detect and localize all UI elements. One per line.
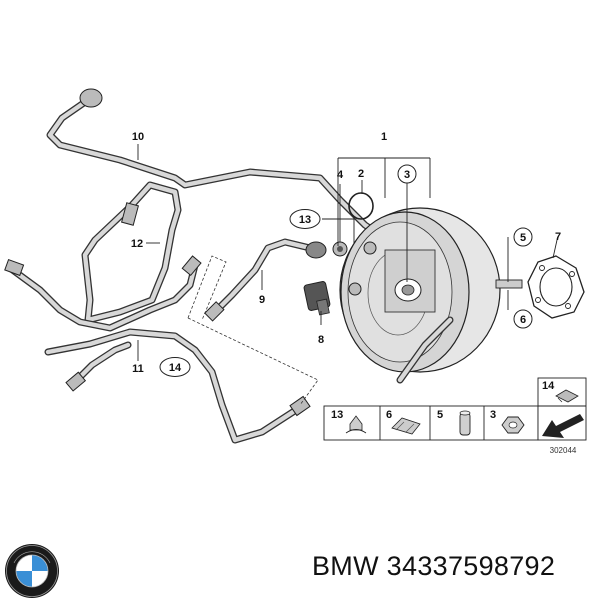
pipe-11-end-b — [181, 255, 202, 277]
label-4: 4 — [337, 169, 344, 181]
grommet-booster — [363, 241, 377, 255]
pipe-11-end-c — [65, 371, 87, 392]
label-14-circle — [159, 357, 191, 377]
pipe-11-end-a — [4, 258, 25, 277]
pipe-10-end-fitting — [79, 88, 103, 108]
pipe-11-end-d — [289, 395, 311, 417]
pressure-sensor-8 — [303, 281, 362, 316]
booster-pushrod — [495, 279, 523, 289]
table-label-3: 3 — [490, 409, 496, 421]
table-sleeve-icon — [459, 410, 471, 436]
pipe-10 — [46, 88, 404, 259]
drawing-number: 302044 — [550, 446, 577, 455]
table-label-13: 13 — [331, 409, 343, 421]
table-grommet-icon — [345, 415, 367, 434]
label-12: 12 — [131, 238, 143, 250]
label-13-circle — [289, 209, 321, 229]
brake-booster — [339, 207, 523, 384]
leader-1 — [337, 157, 431, 246]
label-9: 9 — [259, 294, 265, 306]
pipe-12 — [81, 181, 182, 324]
table-label-5: 5 — [437, 409, 443, 421]
table-nut-icon — [501, 416, 525, 434]
leader-7 — [552, 239, 558, 259]
gasket-7 — [527, 255, 585, 319]
hose-9 — [204, 238, 327, 322]
label-8: 8 — [318, 334, 324, 346]
label-1: 1 — [381, 131, 387, 143]
label-3-circle — [397, 164, 417, 184]
parts-table: 13 6 5 3 14 — [323, 377, 587, 455]
label-2: 2 — [358, 168, 364, 180]
label-3: 3 — [404, 169, 410, 181]
table-label-14: 14 — [542, 380, 555, 392]
brand-part-number: BMW 34337598792 — [312, 551, 556, 581]
label-10: 10 — [132, 131, 144, 143]
label-7: 7 — [555, 231, 561, 243]
label-5: 5 — [520, 232, 526, 244]
bmw-logo — [5, 544, 59, 598]
pipe-12-clip — [121, 202, 139, 226]
label-5-circle — [513, 227, 533, 247]
direction-arrow-icon — [542, 414, 584, 438]
label-13: 13 — [299, 214, 311, 226]
pipe-11 — [4, 255, 311, 444]
o-ring-2 — [348, 192, 374, 220]
table-label-6: 6 — [386, 409, 392, 421]
hose-9-end — [204, 301, 225, 322]
check-valve-body — [305, 241, 327, 259]
table-14-clip-icon — [555, 389, 579, 403]
label-6-circle — [513, 309, 533, 329]
label-6: 6 — [520, 314, 526, 326]
leader-13 — [322, 218, 355, 243]
table-clip-icon — [391, 417, 421, 435]
label-14: 14 — [169, 362, 182, 374]
label-11: 11 — [132, 363, 144, 375]
